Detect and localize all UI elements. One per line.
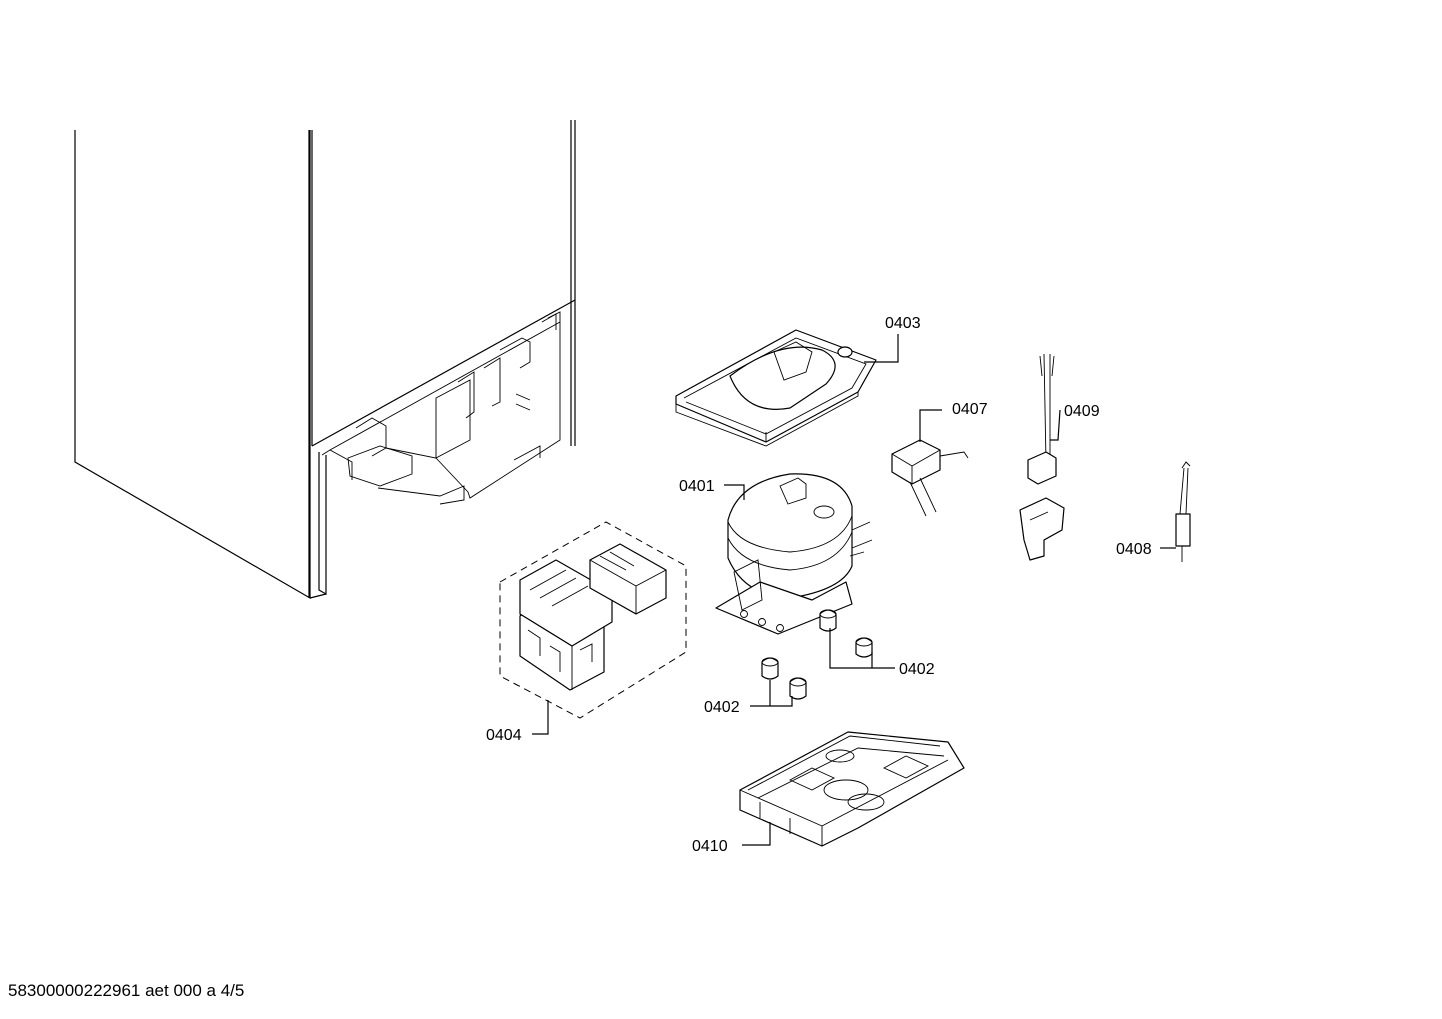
part-0407-starter[interactable] bbox=[891, 439, 969, 517]
drawing-code: 58300000222961 aet 000 a 4/5 bbox=[8, 981, 245, 1000]
part-labels: 0403 0407 0409 0408 0401 0402 0402 0404 … bbox=[486, 315, 1152, 855]
part-0404-group[interactable] bbox=[499, 521, 687, 719]
label-0404: 0404 bbox=[486, 727, 522, 744]
leader-lines bbox=[532, 334, 1176, 846]
label-0409: 0409 bbox=[1064, 403, 1100, 420]
part-0409-cable[interactable] bbox=[1019, 353, 1065, 561]
part-0401-compressor[interactable] bbox=[715, 473, 873, 635]
part-0402-feet[interactable] bbox=[761, 609, 873, 700]
part-0410-base-frame[interactable] bbox=[739, 731, 965, 847]
label-0402-right: 0402 bbox=[899, 661, 935, 678]
label-0410: 0410 bbox=[692, 838, 728, 855]
label-0408: 0408 bbox=[1116, 541, 1152, 558]
part-0403-tray[interactable] bbox=[675, 329, 877, 447]
label-0407: 0407 bbox=[952, 401, 988, 418]
label-0401: 0401 bbox=[679, 478, 715, 495]
label-0403: 0403 bbox=[885, 315, 921, 332]
appliance-cabinet bbox=[74, 120, 576, 600]
label-0402-left: 0402 bbox=[704, 699, 740, 716]
part-0408-sensor[interactable] bbox=[1175, 461, 1191, 562]
